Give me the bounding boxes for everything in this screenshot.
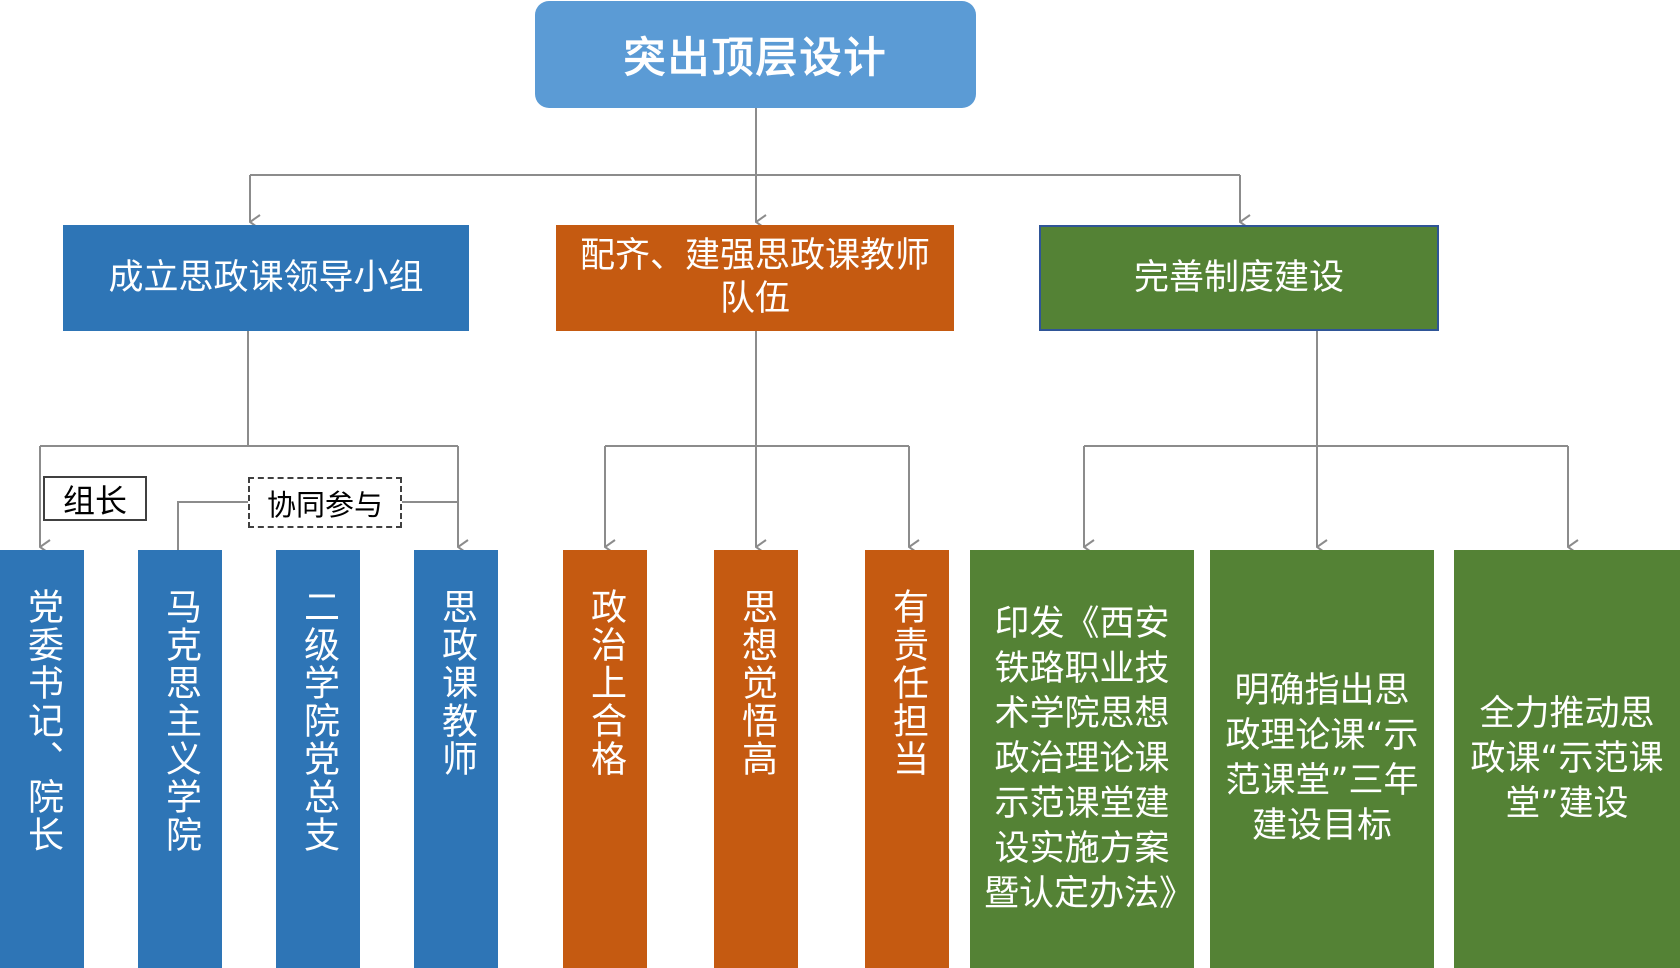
leaf-label: 政治上合格 bbox=[585, 588, 626, 778]
leaf-label: 思想觉悟高 bbox=[736, 588, 777, 778]
root-node: 突出顶层设计 bbox=[535, 1, 976, 108]
leaf-label: 党委书记、院长 bbox=[22, 588, 63, 854]
leaf-political-teachers: 思政课教师 bbox=[414, 550, 498, 968]
leaf-responsibility: 有责任担当 bbox=[865, 550, 949, 968]
leaf-high-awareness: 思想觉悟高 bbox=[714, 550, 798, 968]
leaf-label: 马克思主义学院 bbox=[160, 588, 201, 854]
leaf-politically-qualified: 政治上合格 bbox=[563, 550, 647, 968]
branch-label: 完善制度建设 bbox=[1133, 257, 1344, 298]
branch-label: 成立思政课领导小组 bbox=[108, 257, 424, 298]
leader-label: 组长 bbox=[62, 481, 127, 520]
branch-leadership-group: 成立思政课领导小组 bbox=[63, 225, 469, 331]
leaf-label: 有责任担当 bbox=[887, 588, 928, 778]
leaf-label: 明确指出思政理论课“示范课堂”三年建设目标 bbox=[1225, 671, 1419, 846]
connector-cooperate-left bbox=[177, 501, 248, 550]
leader-annotation: 组长 bbox=[43, 476, 147, 521]
root-label: 突出顶层设计 bbox=[623, 33, 888, 82]
leaf-promote-demo-class: 全力推动思政课“示范课堂”建设 bbox=[1454, 550, 1680, 968]
leaf-label: 全力推动思政课“示范课堂”建设 bbox=[1470, 693, 1664, 824]
cooperate-label: 协同参与 bbox=[266, 487, 383, 522]
branch-system-construction: 完善制度建设 bbox=[1039, 225, 1439, 331]
branch-label: 配齐、建强思政课教师队伍 bbox=[579, 236, 930, 319]
cooperate-annotation: 协同参与 bbox=[248, 477, 402, 528]
leaf-party-secretary: 党委书记、院长 bbox=[0, 550, 84, 968]
leaf-issue-plan: 印发《西安铁路职业技术学院思想政治理论课示范课堂建设实施方案暨认定办法》 bbox=[970, 550, 1194, 968]
leaf-label: 思政课教师 bbox=[436, 588, 477, 778]
leaf-secondary-college-party: 二级学院党总支 bbox=[276, 550, 360, 968]
leaf-marxism-college: 马克思主义学院 bbox=[138, 550, 222, 968]
branch-teacher-team: 配齐、建强思政课教师队伍 bbox=[556, 225, 954, 331]
leaf-label: 二级学院党总支 bbox=[298, 588, 339, 854]
leaf-label: 印发《西安铁路职业技术学院思想政治理论课示范课堂建设实施方案暨认定办法》 bbox=[984, 603, 1195, 914]
leaf-three-year-goal: 明确指出思政理论课“示范课堂”三年建设目标 bbox=[1210, 550, 1434, 968]
